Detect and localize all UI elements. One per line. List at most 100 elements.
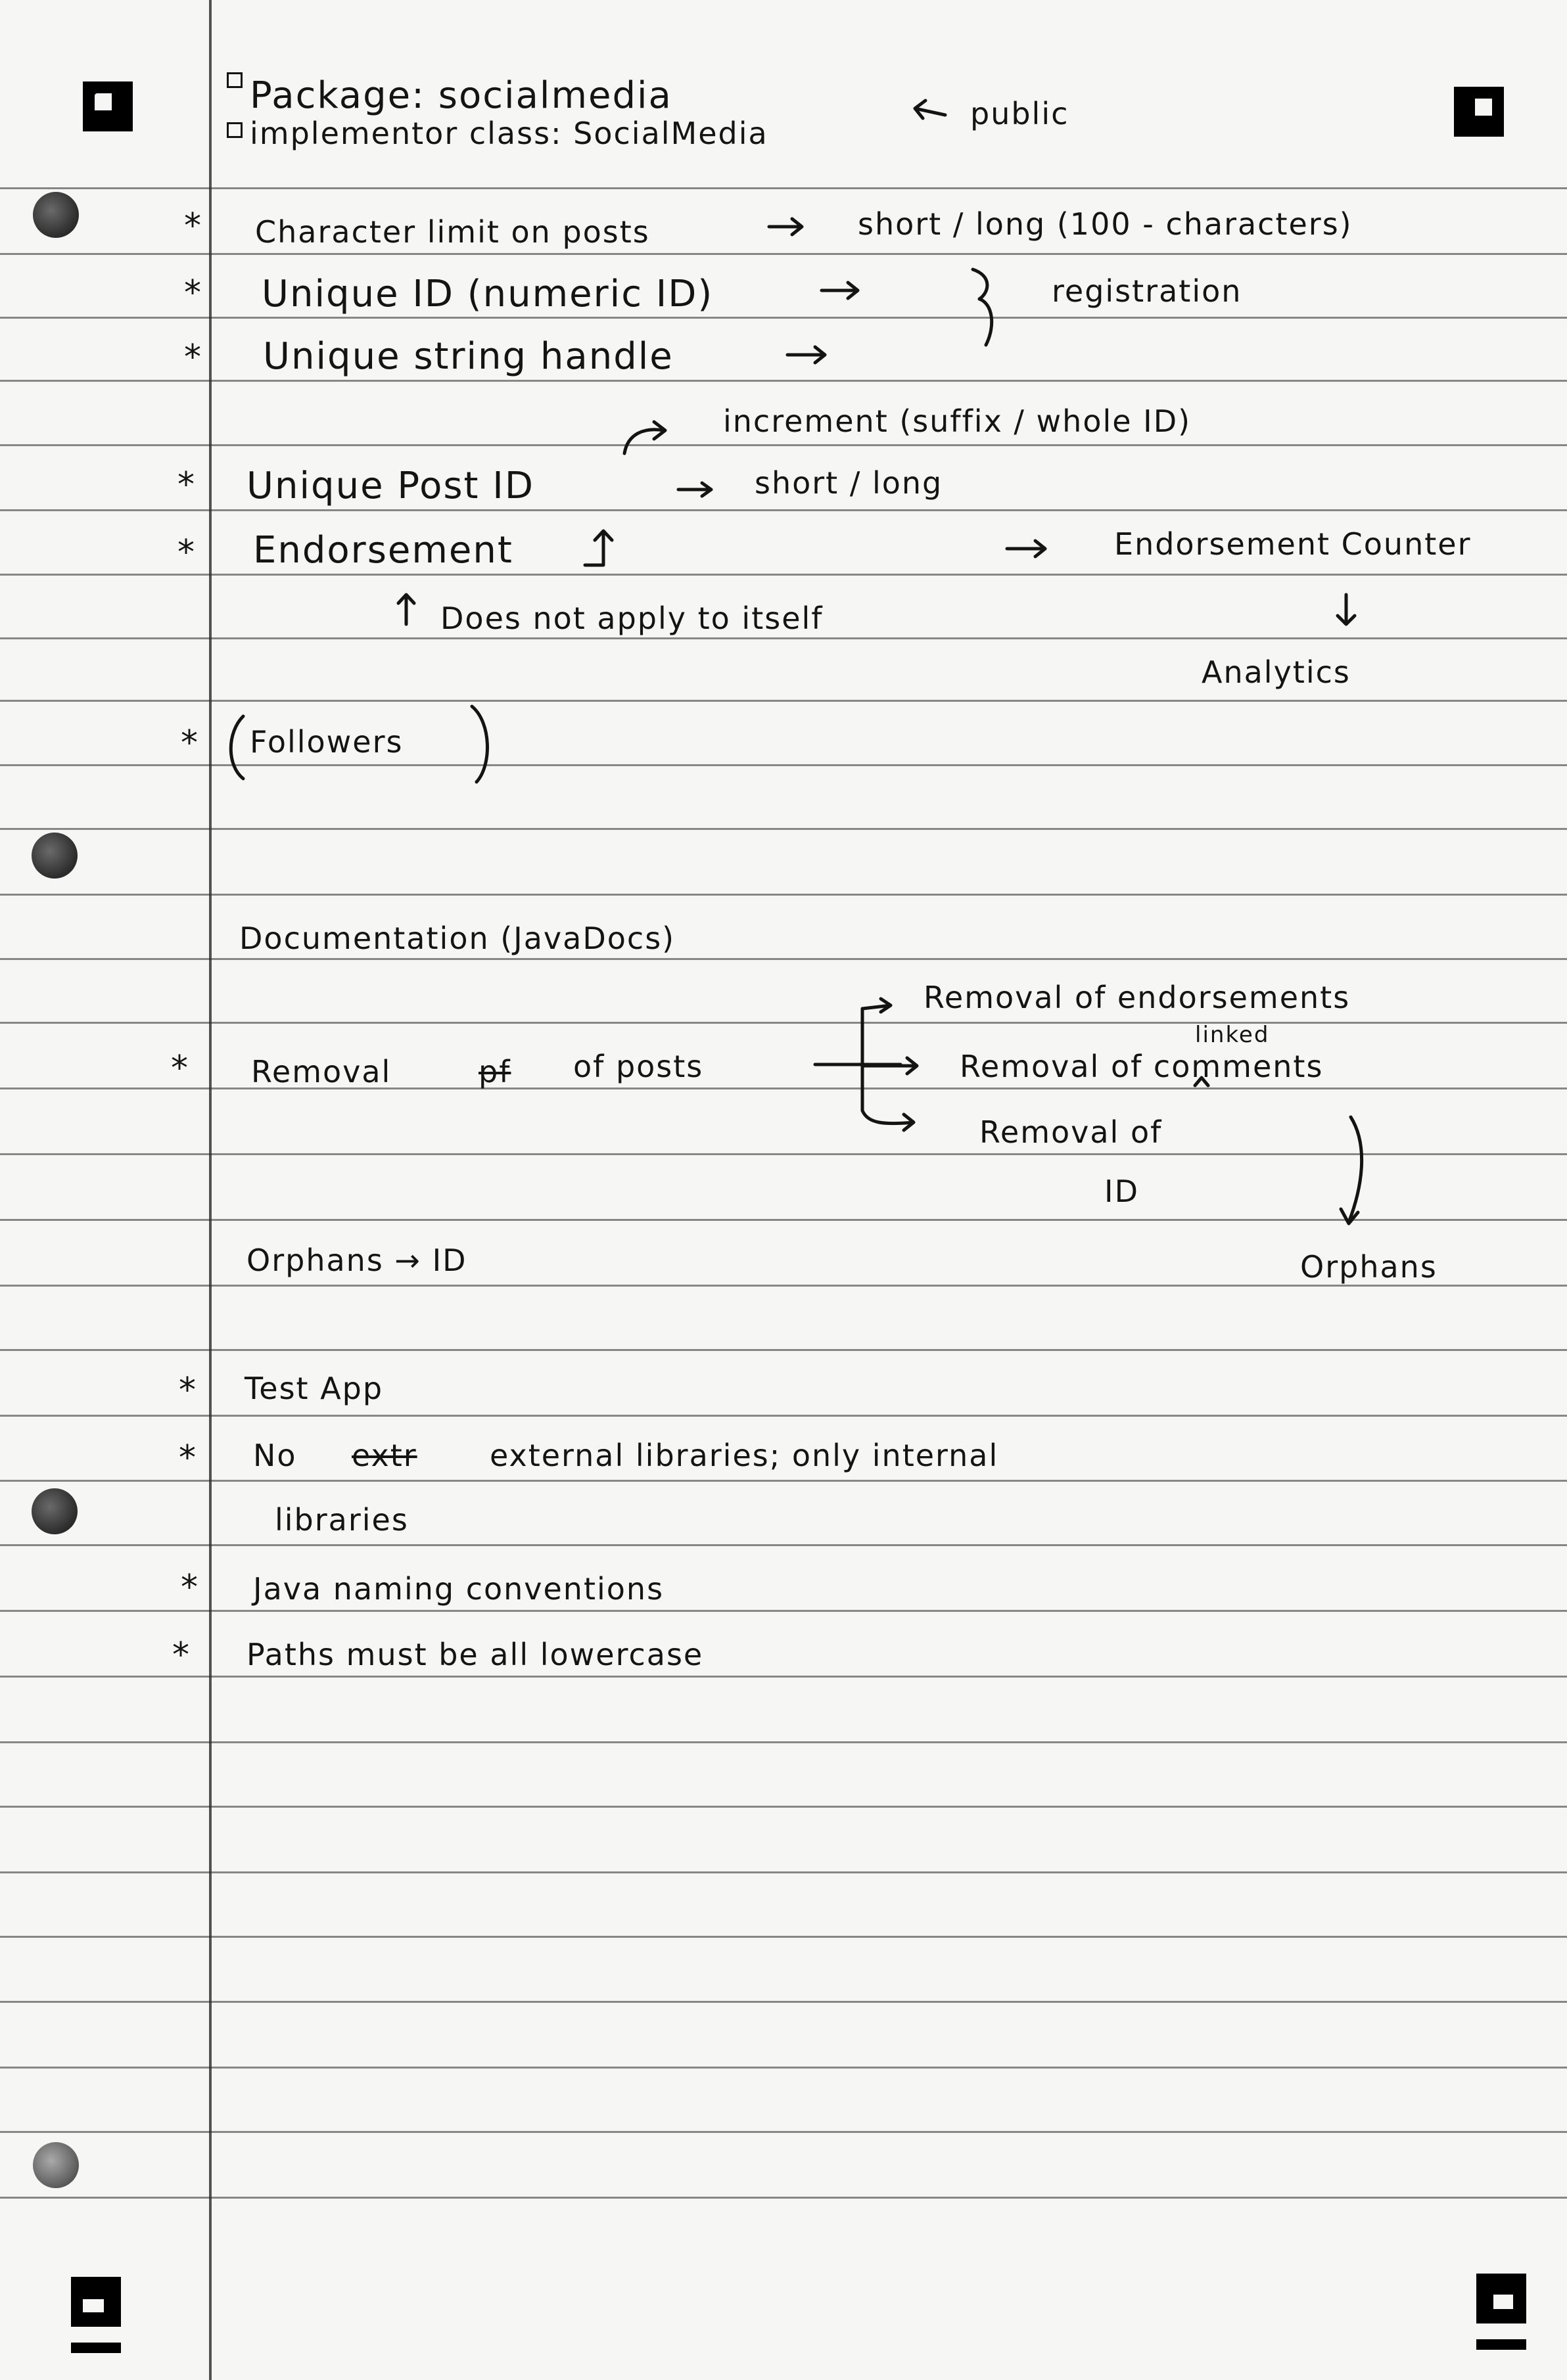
ruled-line bbox=[0, 317, 1567, 319]
note-test-app: Test App bbox=[245, 1371, 384, 1406]
note-removal-endorsements: Removal of endorsements bbox=[924, 980, 1351, 1015]
note-unique-post: Unique Post ID bbox=[246, 465, 534, 507]
paren-icon bbox=[470, 704, 489, 784]
bullet: * bbox=[177, 465, 195, 505]
ruled-line bbox=[0, 764, 1567, 766]
note-documentation: Documentation (JavaDocs) bbox=[239, 921, 676, 956]
bullet: * bbox=[179, 1371, 196, 1410]
note-registration: registration bbox=[1052, 273, 1242, 309]
ruled-line bbox=[0, 1022, 1567, 1024]
note-orphans-id: Orphans → ID bbox=[246, 1243, 467, 1278]
ruled-line bbox=[0, 2131, 1567, 2133]
ruled-line bbox=[0, 1936, 1567, 1938]
public-note: public bbox=[970, 96, 1069, 131]
arrow-icon bbox=[1339, 1115, 1364, 1225]
ruled-line bbox=[0, 1349, 1567, 1351]
bullet: * bbox=[171, 1049, 188, 1088]
ruled-line bbox=[0, 1544, 1567, 1546]
note-increment: increment (suffix / whole ID) bbox=[723, 403, 1192, 439]
caret-icon bbox=[1193, 1076, 1210, 1087]
note-no-libs-c: libraries bbox=[275, 1502, 409, 1538]
ruled-line bbox=[0, 828, 1567, 830]
marker-bar bbox=[71, 2343, 121, 2353]
ruled-line bbox=[0, 1087, 1567, 1089]
note-no-libs-b: external libraries; only internal bbox=[490, 1438, 999, 1473]
arrow-icon bbox=[676, 481, 713, 498]
arrow-icon bbox=[1336, 593, 1357, 626]
corner-marker-icon bbox=[1476, 2274, 1526, 2323]
checkbox-icon bbox=[227, 72, 243, 88]
note-endorsement-counter: Endorsement Counter bbox=[1114, 526, 1472, 562]
ruled-line bbox=[0, 1871, 1567, 1873]
arrow-icon bbox=[583, 529, 614, 567]
ruled-line bbox=[0, 2197, 1567, 2199]
note-removal-posts-struck: pf bbox=[479, 1054, 511, 1089]
bullet: * bbox=[172, 1636, 189, 1675]
ruled-line bbox=[0, 187, 1567, 189]
note-removal-comments: Removal of comments bbox=[960, 1049, 1324, 1084]
note-analytics: Analytics bbox=[1202, 654, 1351, 690]
ruled-line bbox=[0, 1153, 1567, 1155]
ruled-line bbox=[0, 700, 1567, 702]
ruled-line bbox=[0, 2001, 1567, 2003]
binder-hole bbox=[32, 1488, 78, 1534]
arrow-icon bbox=[785, 345, 827, 365]
ruled-line bbox=[0, 253, 1567, 255]
note-removal-posts-b: of posts bbox=[573, 1049, 704, 1084]
paren-icon bbox=[229, 714, 245, 781]
ruled-line bbox=[0, 1219, 1567, 1221]
arrow-icon bbox=[767, 217, 804, 237]
checkbox-icon bbox=[227, 122, 243, 138]
arrow-icon bbox=[1005, 539, 1047, 559]
arrow-icon bbox=[860, 997, 893, 1014]
note-orphans: Orphans bbox=[1300, 1249, 1438, 1285]
ruled-line bbox=[0, 380, 1567, 382]
binder-hole bbox=[33, 192, 79, 238]
bullet: * bbox=[179, 1438, 196, 1478]
ruled-line bbox=[0, 894, 1567, 896]
arrow-icon bbox=[860, 1109, 916, 1132]
note-java-naming: Java naming conventions bbox=[253, 1571, 665, 1607]
marker-bar bbox=[1476, 2339, 1526, 2350]
ruled-line bbox=[0, 1480, 1567, 1482]
bullet: * bbox=[184, 273, 201, 313]
note-removal-posts-a: Removal bbox=[251, 1054, 392, 1089]
ruled-line bbox=[0, 444, 1567, 446]
arrow-icon bbox=[622, 420, 667, 455]
corner-marker-icon bbox=[83, 81, 133, 131]
note-char-limit: Character limit on posts bbox=[255, 214, 650, 250]
ruled-line bbox=[0, 1415, 1567, 1417]
corner-marker-icon bbox=[71, 2277, 121, 2327]
ruled-line bbox=[0, 509, 1567, 511]
ruled-line bbox=[0, 2067, 1567, 2069]
note-short-long: short / long bbox=[755, 465, 943, 501]
package-line: Package: socialmedia bbox=[250, 74, 672, 117]
note-linked: linked bbox=[1195, 1022, 1270, 1048]
note-removal-id-2: ID bbox=[1104, 1174, 1139, 1209]
note-no-libs-a: No bbox=[253, 1438, 297, 1473]
arrow-icon bbox=[396, 593, 416, 626]
ruled-line bbox=[0, 637, 1567, 639]
note-removal-id: Removal of bbox=[979, 1114, 1163, 1150]
ruled-line bbox=[0, 1806, 1567, 1808]
binder-hole bbox=[33, 2142, 79, 2188]
arrow-icon bbox=[860, 1056, 919, 1076]
note-char-limit-result: short / long (100 - characters) bbox=[858, 206, 1353, 242]
corner-marker-icon bbox=[1454, 87, 1504, 137]
note-unique-id: Unique ID (numeric ID) bbox=[262, 273, 714, 315]
ruled-line bbox=[0, 1610, 1567, 1612]
bullet: * bbox=[184, 206, 201, 246]
note-followers: Followers bbox=[250, 724, 404, 760]
bullet: * bbox=[181, 1568, 198, 1607]
ruled-line bbox=[0, 1741, 1567, 1743]
implementor-line: implementor class: SocialMedia bbox=[250, 116, 768, 151]
ruled-line bbox=[0, 1676, 1567, 1678]
ruled-line bbox=[0, 1285, 1567, 1287]
ruled-line bbox=[0, 958, 1567, 960]
brace-icon bbox=[971, 267, 994, 347]
margin-line bbox=[209, 0, 212, 2380]
ruled-line bbox=[0, 574, 1567, 576]
bullet: * bbox=[181, 723, 198, 763]
